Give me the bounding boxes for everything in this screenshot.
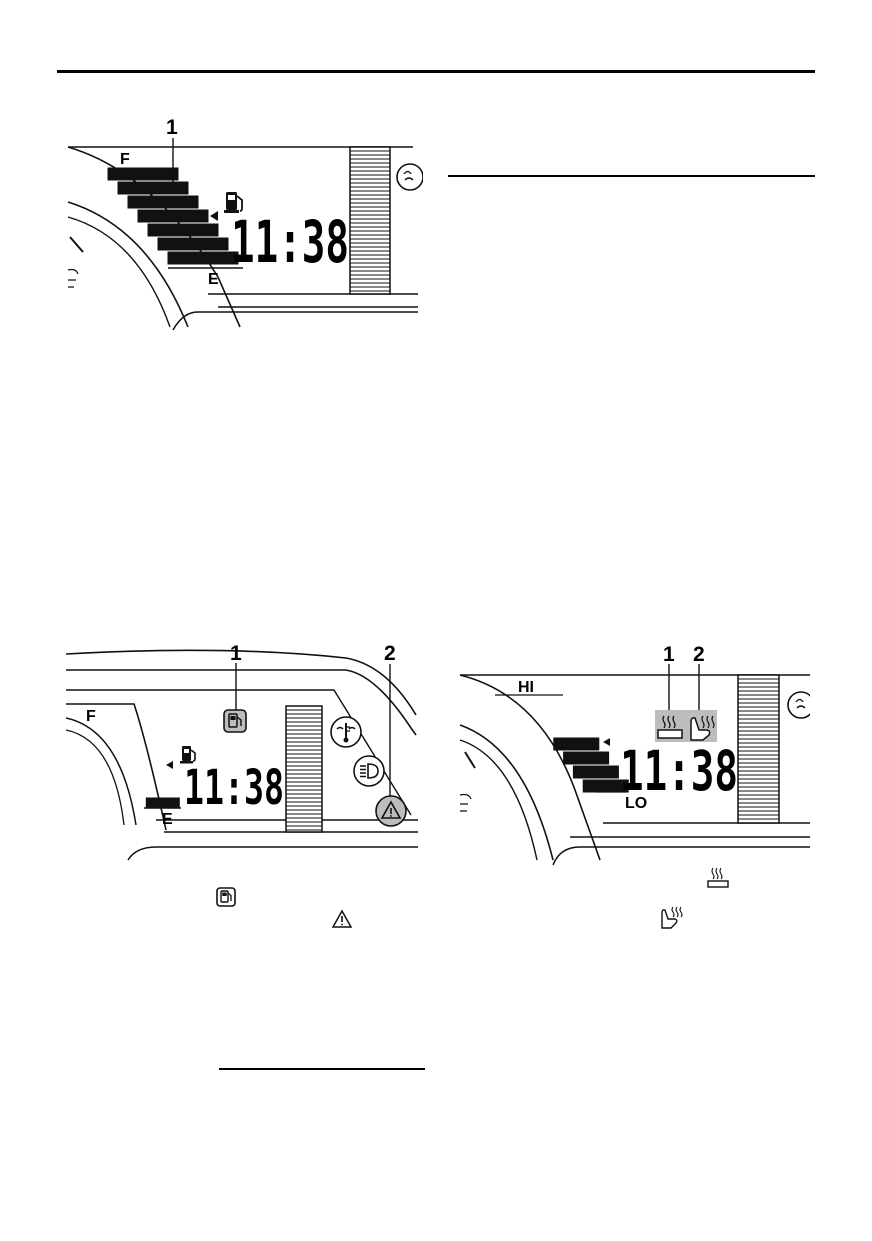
fuel-empty-label: E <box>162 811 173 828</box>
footnote-rule <box>219 1068 425 1070</box>
level-segment-unlit <box>136 732 169 741</box>
level-segment-lit <box>145 797 180 808</box>
callout-1: 1 <box>230 642 242 665</box>
level-segment-unlit <box>145 787 178 796</box>
level-segment-unlit <box>143 776 176 785</box>
level-segment-unlit <box>140 754 173 763</box>
level-segment-lit <box>127 195 199 209</box>
heater-gauge-figure: HI LO 11:38 1 2 <box>455 640 810 870</box>
fuel-empty-label: E <box>208 271 219 288</box>
partial-indicator-icon <box>787 691 810 719</box>
level-segment-lit <box>167 251 239 265</box>
partial-indicator-icon <box>396 163 423 191</box>
callout-2: 2 <box>693 643 705 666</box>
tachometer-bar <box>738 678 779 820</box>
thumb-warmer-icon <box>660 906 686 935</box>
section-rule <box>448 175 815 177</box>
thumb-warmer-icon <box>690 715 715 741</box>
coolant-temperature-icon <box>330 716 362 748</box>
grip-warmer-icon <box>657 715 683 739</box>
level-segment-lit <box>117 181 189 195</box>
heater-level-bars <box>524 696 629 793</box>
tachometer-bar <box>286 709 322 831</box>
level-segment-lit <box>572 765 619 779</box>
callout-1: 1 <box>166 116 178 139</box>
level-segment-lit <box>157 237 229 251</box>
fuel-full-label: F <box>86 708 96 725</box>
pointer-arrow-icon <box>603 738 610 746</box>
pointer-arrow-icon <box>210 211 218 221</box>
level-segment-lit <box>553 737 600 751</box>
warning-lights-figure: F E 11:38 1 2 <box>66 640 418 865</box>
clock-readout: 11:38 <box>620 739 738 803</box>
level-segment-unlit <box>138 743 171 752</box>
level-segment-lit <box>563 751 610 765</box>
grip-warmer-icon <box>707 867 729 894</box>
level-segment-lit <box>137 209 209 223</box>
tachometer-bar <box>350 150 390 292</box>
level-segment-lit <box>107 167 179 181</box>
heater-gauge-illustration: HI LO 11:38 1 2 <box>459 643 810 866</box>
fuel-level-bars <box>136 732 180 808</box>
warning-triangle-icon <box>331 909 353 934</box>
level-segment-unlit <box>534 710 579 722</box>
fuel-warning-light-icon <box>223 709 247 733</box>
callout-1: 1 <box>663 643 675 666</box>
warning-lights-illustration: F E 11:38 1 2 <box>66 642 418 861</box>
callout-2: 2 <box>384 642 396 665</box>
level-segment-lit <box>147 223 219 237</box>
header-rule <box>57 70 815 73</box>
level-segment-unlit <box>524 696 569 708</box>
high-beam-icon <box>353 755 385 787</box>
fuel-pump-icon <box>180 746 196 764</box>
fuel-full-label: F <box>120 151 130 168</box>
pointer-arrow-icon <box>166 761 173 769</box>
fuel-pump-warning-icon <box>216 887 236 912</box>
fuel-gauge-illustration: F E 1 11:38 <box>67 116 423 331</box>
heater-high-label: HI <box>518 679 534 696</box>
level-segment-unlit <box>544 724 589 736</box>
level-segment-lit <box>582 779 629 793</box>
clock-readout: 11:38 <box>231 208 349 276</box>
fuel-pump-icon <box>224 192 243 213</box>
fuel-level-bars <box>107 167 239 265</box>
general-warning-light-icon <box>375 795 407 827</box>
clock-readout: 11:38 <box>184 760 284 816</box>
fuel-gauge-figure: F E 1 11:38 <box>58 112 423 337</box>
heater-low-label: LO <box>625 795 647 812</box>
